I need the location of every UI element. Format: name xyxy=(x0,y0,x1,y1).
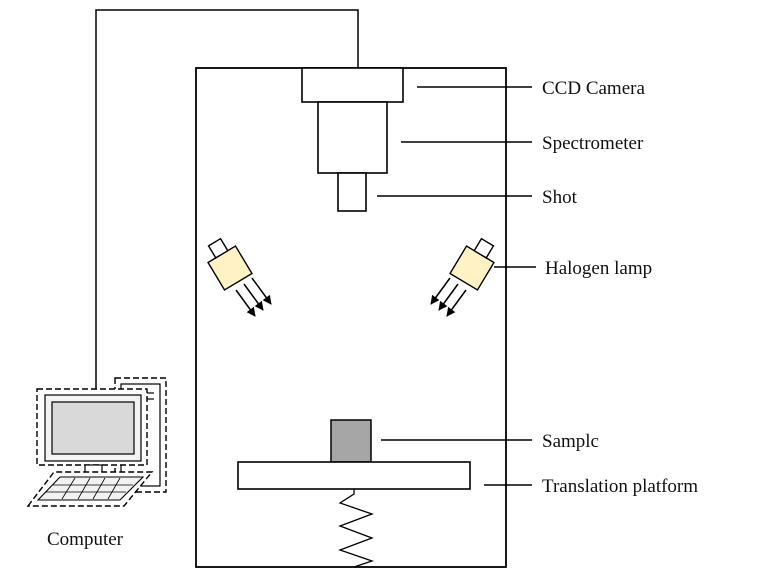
spectrometer xyxy=(317,101,388,174)
sample xyxy=(330,419,372,463)
shot-lens xyxy=(337,172,367,212)
halogen-lamp-icon xyxy=(207,237,253,291)
label-halogen-lamp: Halogen lamp xyxy=(545,258,652,279)
label-computer: Computer xyxy=(47,529,124,550)
ccd-camera xyxy=(301,67,404,103)
label-shot: Shot xyxy=(542,187,578,208)
light-ray-arrows-icon xyxy=(235,277,272,317)
translation-platform xyxy=(237,461,471,490)
computer-icon xyxy=(26,377,167,507)
computer-camera-cable xyxy=(95,9,359,390)
label-spectrometer: Spectrometer xyxy=(542,133,644,154)
label-sample: Samplc xyxy=(542,431,599,452)
spring xyxy=(338,489,375,568)
light-ray-arrows-icon xyxy=(430,277,467,317)
label-translation-platform: Translation platform xyxy=(542,476,698,497)
halogen-lamp-icon xyxy=(449,237,495,291)
label-ccd-camera: CCD Camera xyxy=(542,78,645,99)
